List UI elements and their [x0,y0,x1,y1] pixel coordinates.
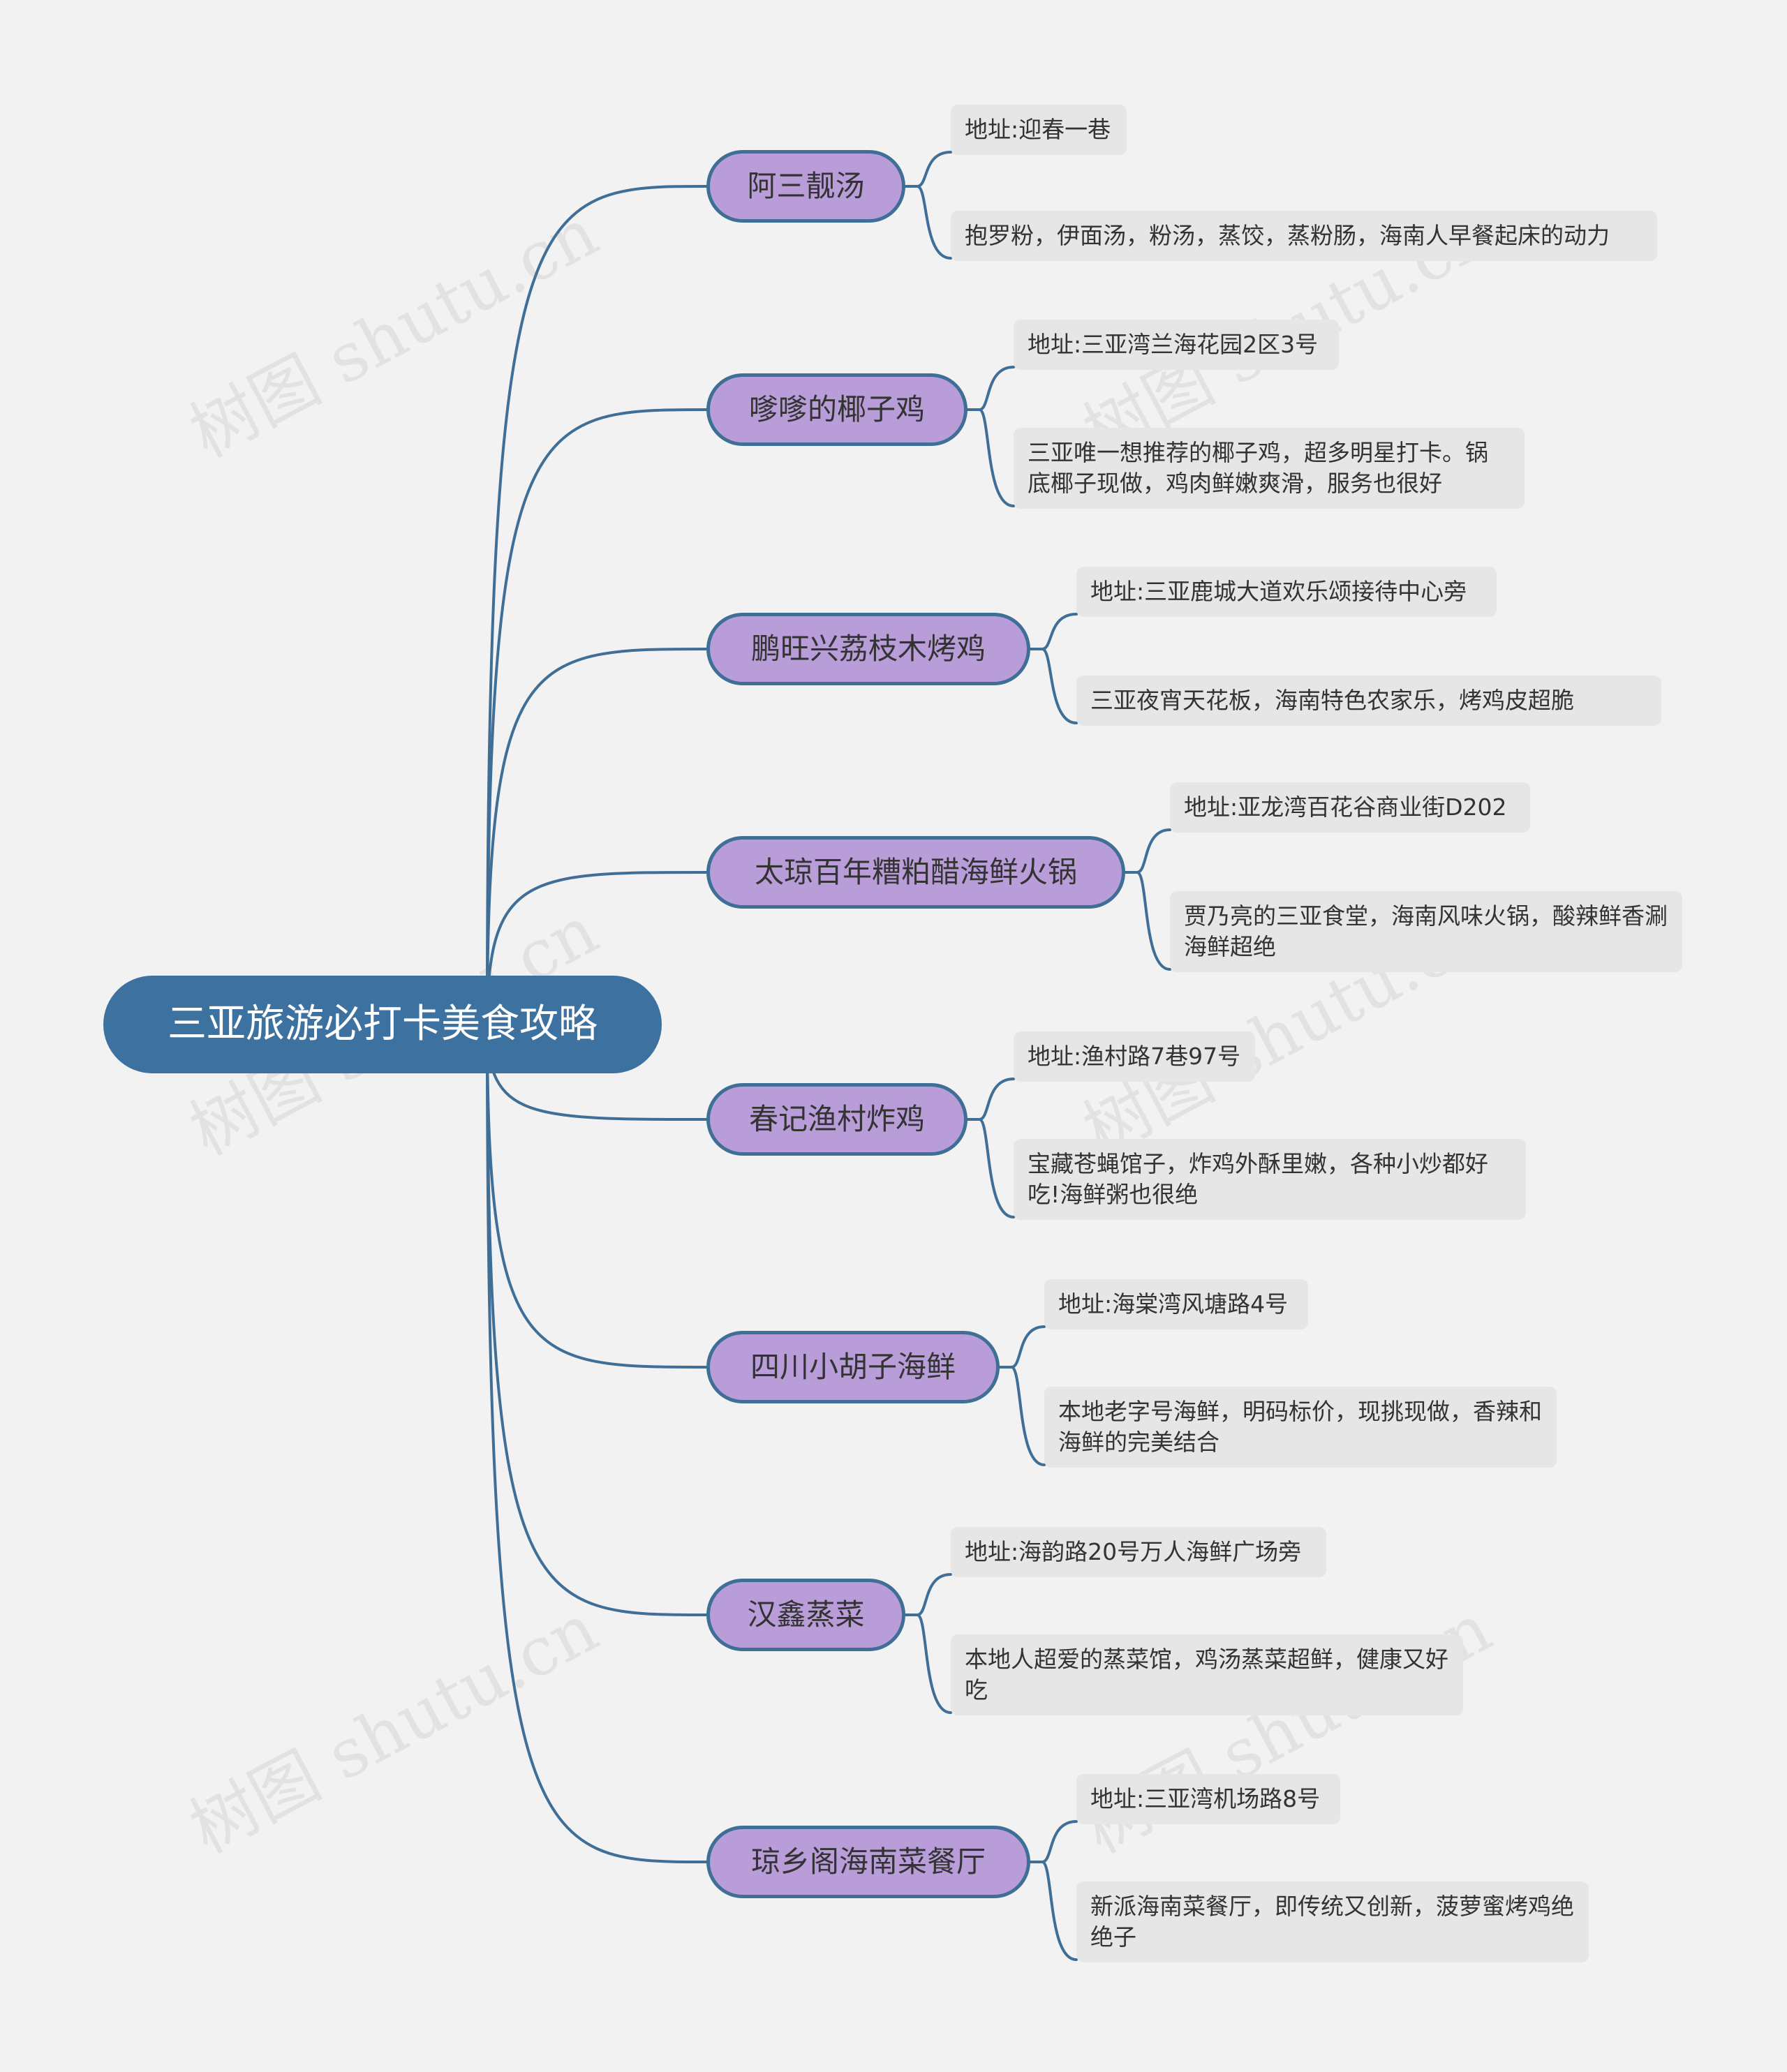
root-branch-connector [486,408,708,1026]
leaf-description[interactable]: 本地人超爱的蒸菜馆，鸡汤蒸菜超鲜，健康又好吃 [951,1634,1463,1715]
leaf-description[interactable]: 三亚夜宵天花板，海南特色农家乐，烤鸡皮超脆 [1076,676,1661,726]
branch-leaf-connector [904,1573,952,1616]
root-branch-connector [486,648,708,1026]
leaf-description[interactable]: 宝藏苍蝇馆子，炸鸡外酥里嫩，各种小炒都好吃!海鲜粥也很绝 [1014,1139,1526,1220]
branch-leaf-connector [904,151,952,188]
leaf-address[interactable]: 地址:海韵路20号万人海鲜广场旁 [951,1527,1326,1577]
branch-topic[interactable]: 太琼百年糟粕醋海鲜火锅 [706,836,1125,909]
branch-topic[interactable]: 汉鑫蒸菜 [706,1579,905,1651]
branch-leaf-connector [1124,871,1171,971]
branch-leaf-connector [966,1078,1015,1121]
branch-topic[interactable]: 春记渔村炸鸡 [706,1083,967,1156]
branch-topic[interactable]: 四川小胡子海鲜 [706,1331,1000,1403]
leaf-address[interactable]: 地址:迎春一巷 [951,105,1127,155]
branch-leaf-connector [998,1325,1046,1369]
branch-leaf-connector [904,1613,952,1714]
root-branch-connector [486,871,708,1026]
leaf-description[interactable]: 本地老字号海鲜，明码标价，现挑现做，香辣和海鲜的完美结合 [1044,1387,1557,1468]
branch-leaf-connector [966,1118,1015,1218]
branch-leaf-connector [966,366,1015,411]
leaf-address[interactable]: 地址:渔村路7巷97号 [1014,1031,1255,1082]
branch-topic[interactable]: 鹏旺兴荔枝木烤鸡 [706,613,1030,685]
branch-leaf-connector [1029,613,1078,650]
branch-topic[interactable]: 琼乡阁海南菜餐厅 [706,1826,1030,1898]
branch-leaf-connector [1124,828,1171,874]
branch-leaf-connector [998,1366,1046,1466]
branch-leaf-connector [1029,648,1078,724]
root-branch-connector [486,1023,708,1616]
branch-leaf-connector [904,185,952,260]
leaf-address[interactable]: 地址:海棠湾风塘路4号 [1044,1279,1308,1329]
leaf-address[interactable]: 地址:亚龙湾百花谷商业街D202 [1170,782,1530,833]
branch-leaf-connector [966,408,1015,507]
leaf-description[interactable]: 三亚唯一想推荐的椰子鸡，超多明星打卡。锅底椰子现做，鸡肉鲜嫩爽滑，服务也很好 [1014,428,1525,509]
leaf-address[interactable]: 地址:三亚湾机场路8号 [1076,1774,1340,1824]
root-branch-connector [486,185,708,1026]
branch-topic[interactable]: 嗲嗲的椰子鸡 [706,373,967,446]
root-branch-connector [486,1023,708,1369]
branch-leaf-connector [1029,1861,1078,1961]
leaf-description[interactable]: 抱罗粉，伊面汤，粉汤，蒸饺，蒸粉肠，海南人早餐起床的动力 [951,211,1657,261]
leaf-address[interactable]: 地址:三亚鹿城大道欢乐颂接待中心旁 [1076,567,1497,617]
branch-topic[interactable]: 阿三靓汤 [706,150,905,223]
root-topic[interactable]: 三亚旅游必打卡美食攻略 [103,976,662,1073]
branch-leaf-connector [1029,1820,1078,1863]
root-branch-connector [486,1023,708,1863]
leaf-description[interactable]: 贾乃亮的三亚食堂，海南风味火锅，酸辣鲜香涮海鲜超绝 [1170,891,1682,972]
leaf-description[interactable]: 新派海南菜餐厅，即传统又创新，菠萝蜜烤鸡绝绝子 [1076,1881,1589,1962]
leaf-address[interactable]: 地址:三亚湾兰海花园2区3号 [1014,320,1339,370]
